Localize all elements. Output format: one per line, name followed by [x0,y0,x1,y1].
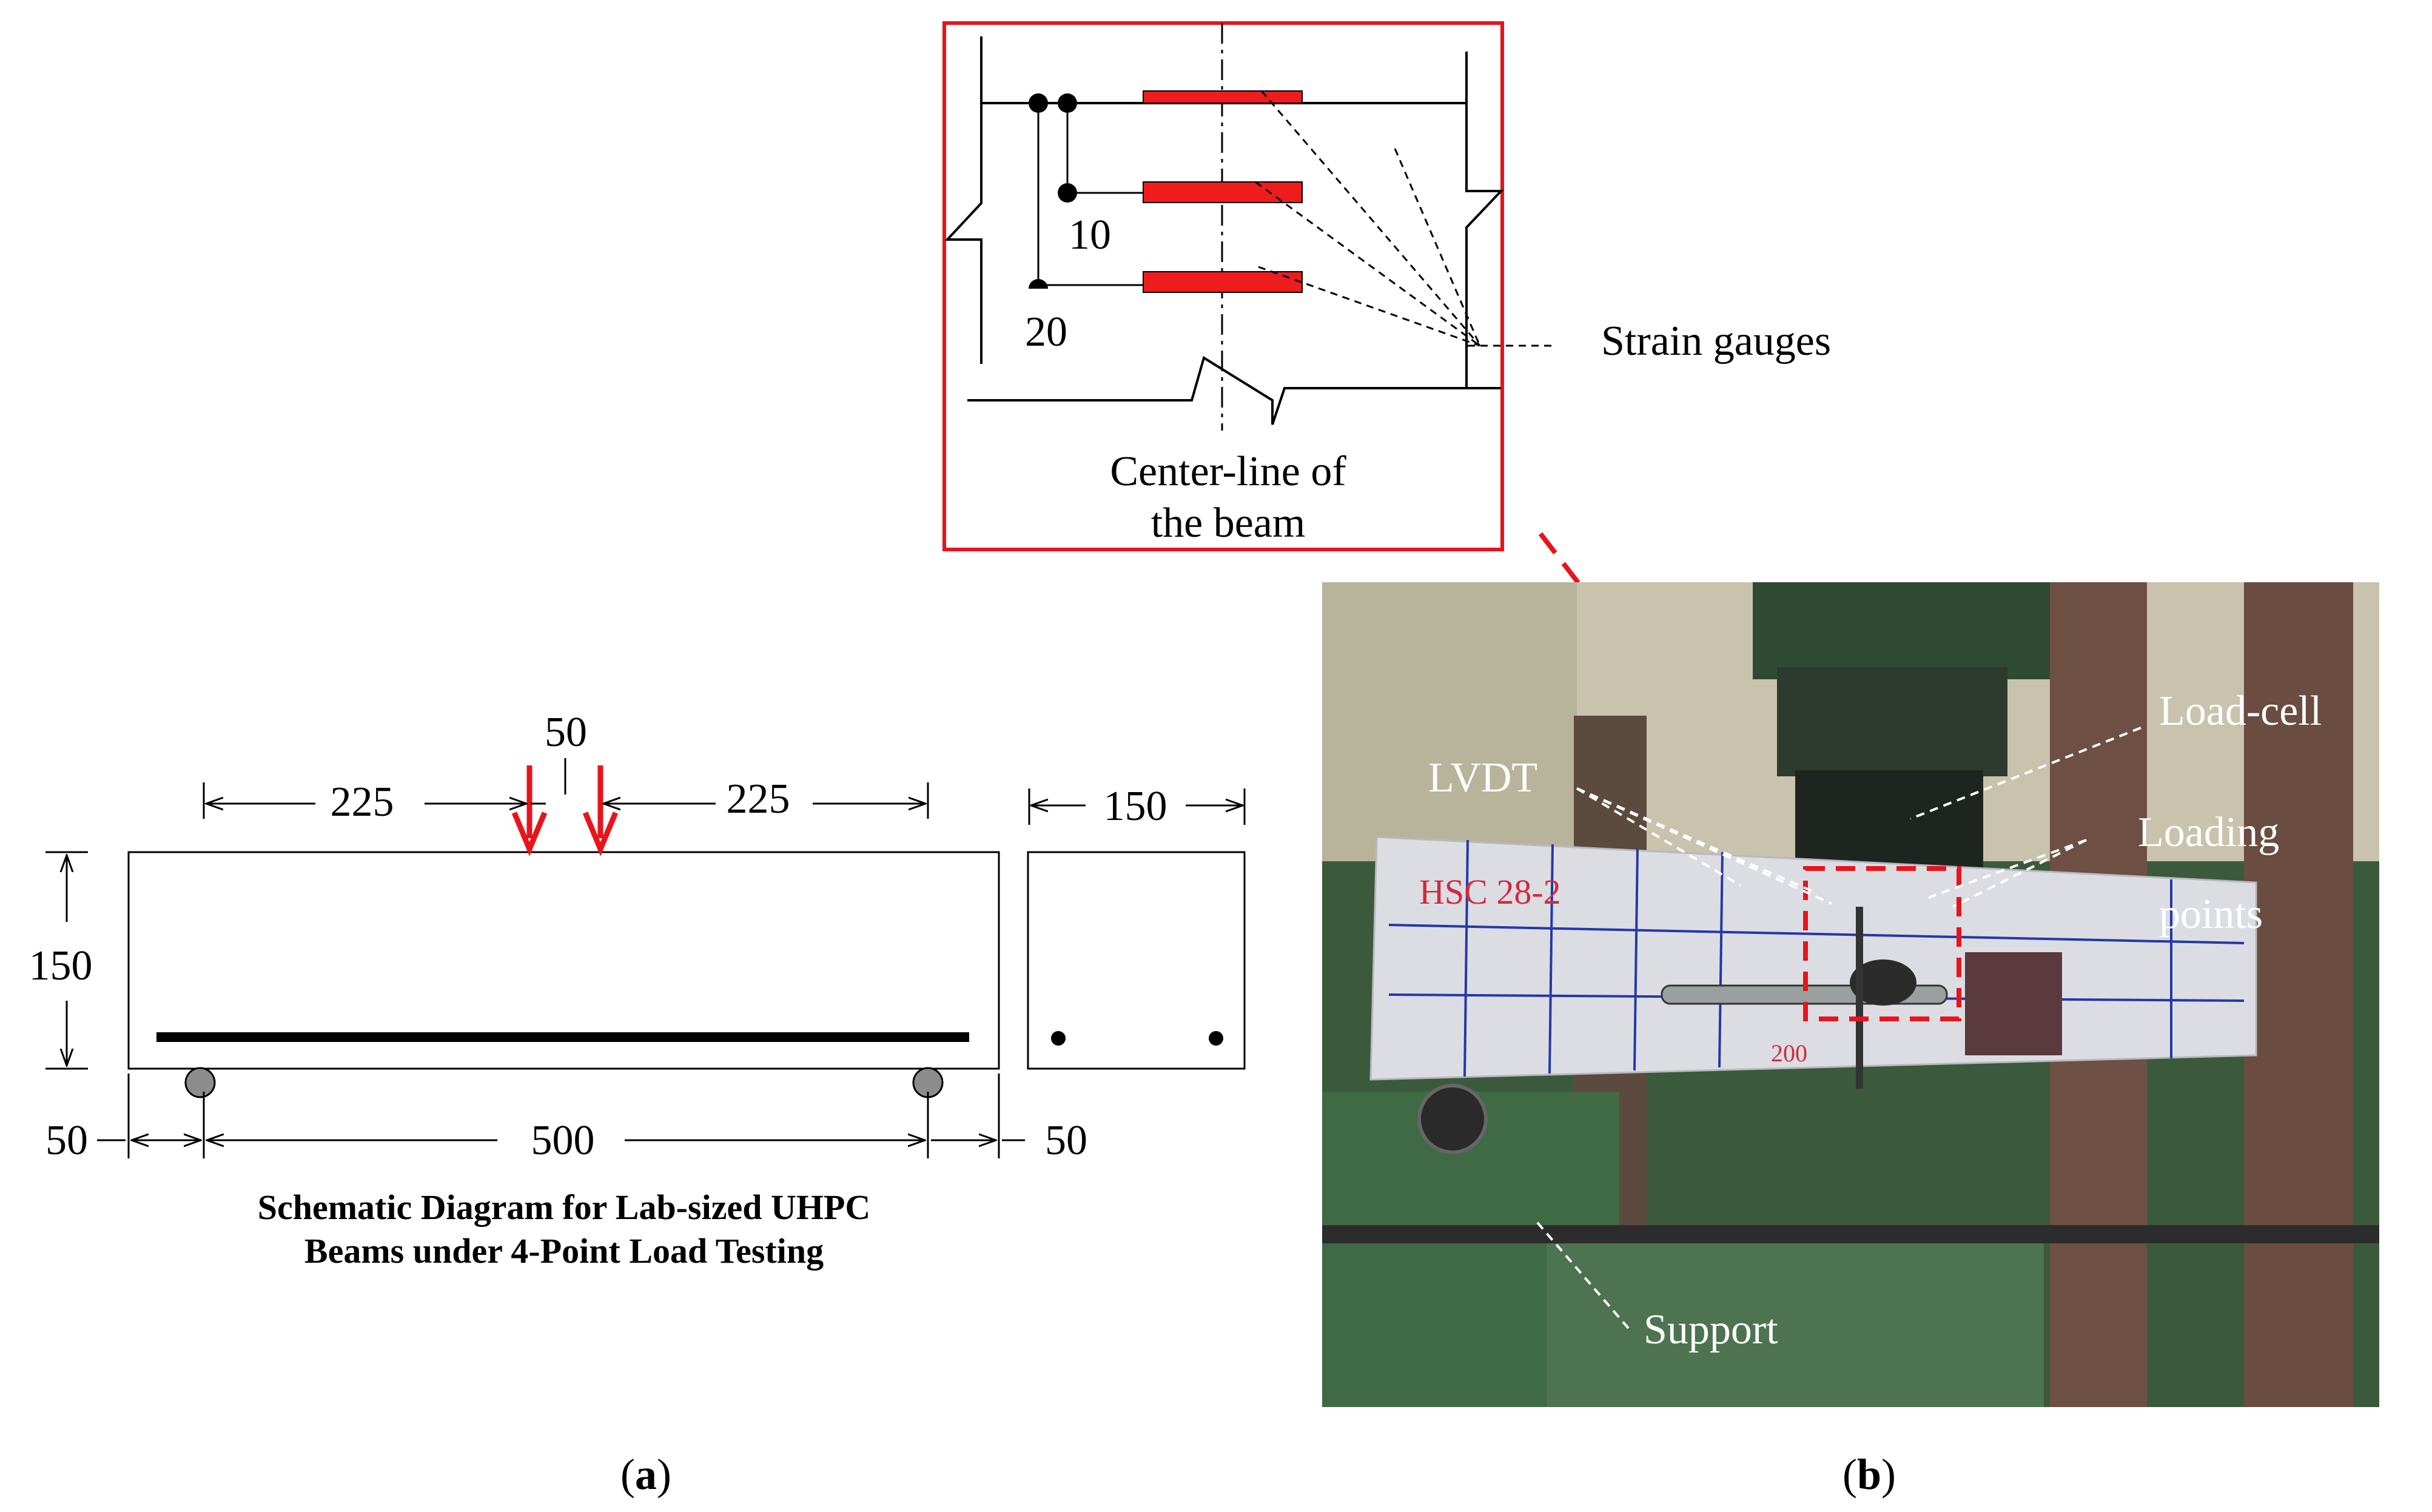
dim-load-spacing: 50 [545,709,587,756]
bar-spacing-10: 10 [1069,212,1111,258]
lvdt-head [1850,959,1916,1006]
label-support: Support [1644,1306,1778,1353]
dim-beam-height: 150 [29,942,93,989]
dim-shear-span-right: 225 [727,776,790,822]
beam-cross-section [1027,851,1246,1070]
specimen-mark-2: 200 [1771,1040,1807,1067]
centerline-label-line2: the beam [1151,500,1306,546]
section-rebar [1051,1031,1066,1046]
dim-shear-span-left: 225 [331,779,394,825]
label-loading-line1: Loading [2138,809,2279,856]
dim-span: 500 [531,1117,595,1164]
photo-leader-lines [1533,727,2141,1329]
strain-gauge-bar [1143,90,1303,104]
inset-bottom-break [967,355,1501,425]
support-roller-photo [1417,1084,1488,1154]
strain-gauges-label: Strain gauges [1601,318,1831,365]
specimen-mark: HSC 28-2 [1419,872,1561,912]
support-roller-left [184,1067,216,1098]
test-setup-photo: HSC 28-2 200 LVDT Load-cell Loading poin… [1322,582,2379,1407]
strain-gauge-bar [1143,271,1303,293]
strain-gauge-bar [1143,181,1303,203]
label-loading-line2: points [2159,891,2263,938]
load-cell [1795,770,1983,867]
panel-label-b: (b) [1842,1450,1896,1499]
label-lvdt: LVDT [1428,754,1537,801]
inset-right-edge [1465,52,1504,388]
section-rebar [1209,1031,1223,1046]
dim-section-width: 150 [1104,783,1167,830]
bar-spacing-20: 20 [1025,309,1067,355]
schematic-caption-line2: Beams under 4-Point Load Testing [304,1231,824,1271]
loading-block [1965,952,2062,1055]
schematic-caption-line1: Schematic Diagram for Lab-sized UHPC [258,1188,871,1227]
panel-label-a: (a) [620,1450,671,1499]
rebar-dot [1058,93,1077,113]
dim-overhang-left: 50 [45,1117,88,1164]
gauge-leader-lines [1255,90,1553,347]
load-arrow [582,765,619,856]
centerline-label-line1: Center-line of [1110,448,1346,495]
load-arrow [511,765,548,856]
label-load-cell: Load-cell [2159,688,2322,734]
inset-left-edge [944,36,983,364]
rebar-half-dot [1029,279,1048,289]
detail-inset: 10 20 Center-line of the beam Strain gau… [942,21,1831,551]
rebar-dot [1058,183,1077,203]
rebar-dot [1029,93,1048,113]
beam-schematic: 225 50 225 150 150 50 500 50 Schematic [29,709,1246,1271]
dim-overhang-right: 50 [1045,1117,1087,1164]
photo-detail-box [1803,866,1961,1021]
